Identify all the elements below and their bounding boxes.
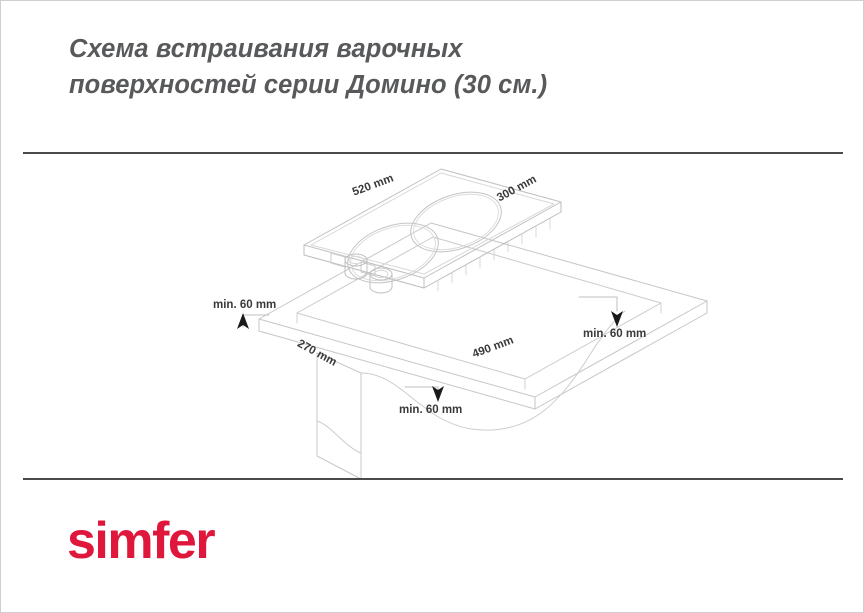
divider-top — [23, 152, 843, 154]
dimension-arrows — [237, 311, 623, 402]
dimension-label-cutout-depth: 270 mm — [295, 337, 339, 369]
control-knob-left — [344, 253, 368, 280]
control-knob-right — [369, 267, 393, 294]
divider-bottom — [23, 478, 843, 480]
dimension-label-clearance-bottom: min. 60 mm — [399, 404, 463, 416]
page-title: Схема встраивания варочных поверхностей … — [69, 35, 548, 99]
dimension-label-cutout-width: 490 mm — [470, 334, 516, 361]
burner-zone-front — [347, 222, 439, 284]
dimension-label-appliance-width: 520 mm — [350, 172, 396, 199]
worktop-cutout — [296, 236, 662, 390]
simfer-logo: simfer — [67, 512, 216, 570]
cabinet-body — [316, 310, 626, 480]
dimension-label-clearance-left: min. 60 mm — [213, 299, 277, 311]
burner-zone-rear — [410, 191, 502, 253]
dimension-label-appliance-depth: 300 mm — [495, 173, 539, 205]
worktop-surface — [258, 222, 708, 410]
dimension-label-clearance-right: min. 60 mm — [583, 328, 647, 340]
